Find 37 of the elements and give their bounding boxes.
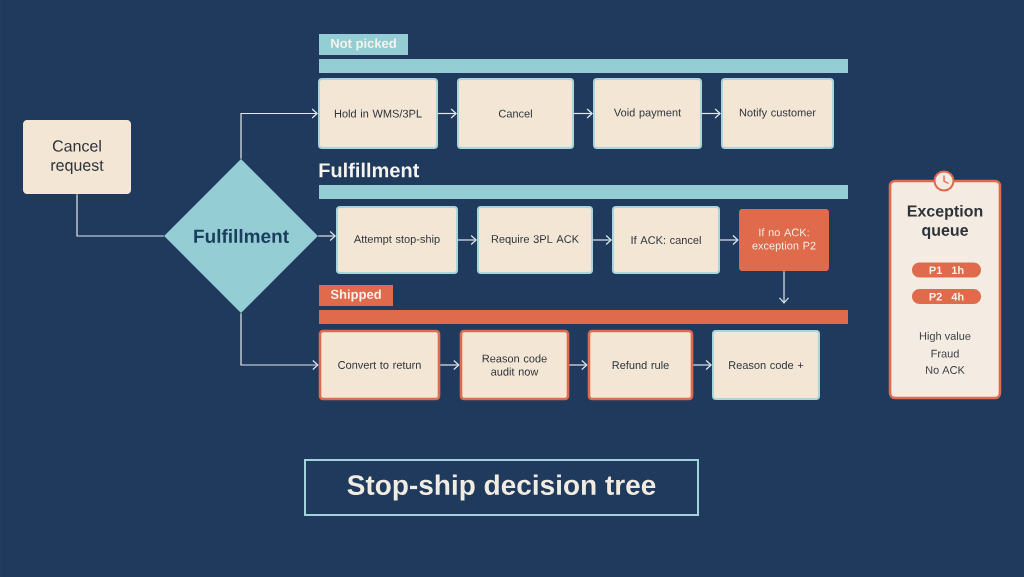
arrow (240, 108, 318, 160)
arrow (437, 108, 457, 119)
process-box: If ACK: cancel (612, 206, 720, 274)
lane-tab: Not picked (319, 34, 408, 55)
process-box: Convert to return (318, 329, 441, 401)
arrow (692, 359, 712, 371)
arrow (573, 108, 593, 119)
arrow (778, 270, 790, 304)
arrow (701, 108, 721, 119)
process-box: Void payment (593, 78, 702, 149)
process-box: Reason code audit now (459, 329, 570, 401)
arrow (317, 230, 336, 242)
process-box: Cancel (457, 78, 574, 149)
process-box: Require 3PL ACK (477, 206, 593, 274)
exception-box: If no ACK: exception P2 (739, 209, 829, 271)
process-box: Notify customer (721, 78, 834, 149)
process-box: Cancel request (23, 120, 131, 194)
arrow (439, 359, 460, 371)
process-box: Refund rule (587, 329, 694, 401)
priority-pill: P2 4h (912, 289, 981, 304)
title-box: Stop-ship decision tree (304, 459, 699, 516)
arrow (240, 312, 319, 371)
arrow (568, 359, 588, 371)
lane-tab: Shipped (319, 285, 393, 306)
list-item: Fraud (931, 349, 959, 358)
arrow (719, 234, 739, 246)
arrow (592, 234, 612, 246)
connector-line (76, 193, 165, 237)
list-item: No ACK (926, 366, 965, 374)
list-item: High value (919, 331, 971, 343)
process-box: Hold in WMS/3PL (318, 78, 438, 149)
process-box: Reason code + (712, 330, 820, 400)
lane-heading: Fulfillment (319, 162, 420, 178)
process-box: Attempt stop-ship (336, 206, 458, 274)
lane-band (319, 310, 848, 324)
arrow (457, 234, 477, 246)
priority-pill: P1 1h (912, 262, 981, 278)
